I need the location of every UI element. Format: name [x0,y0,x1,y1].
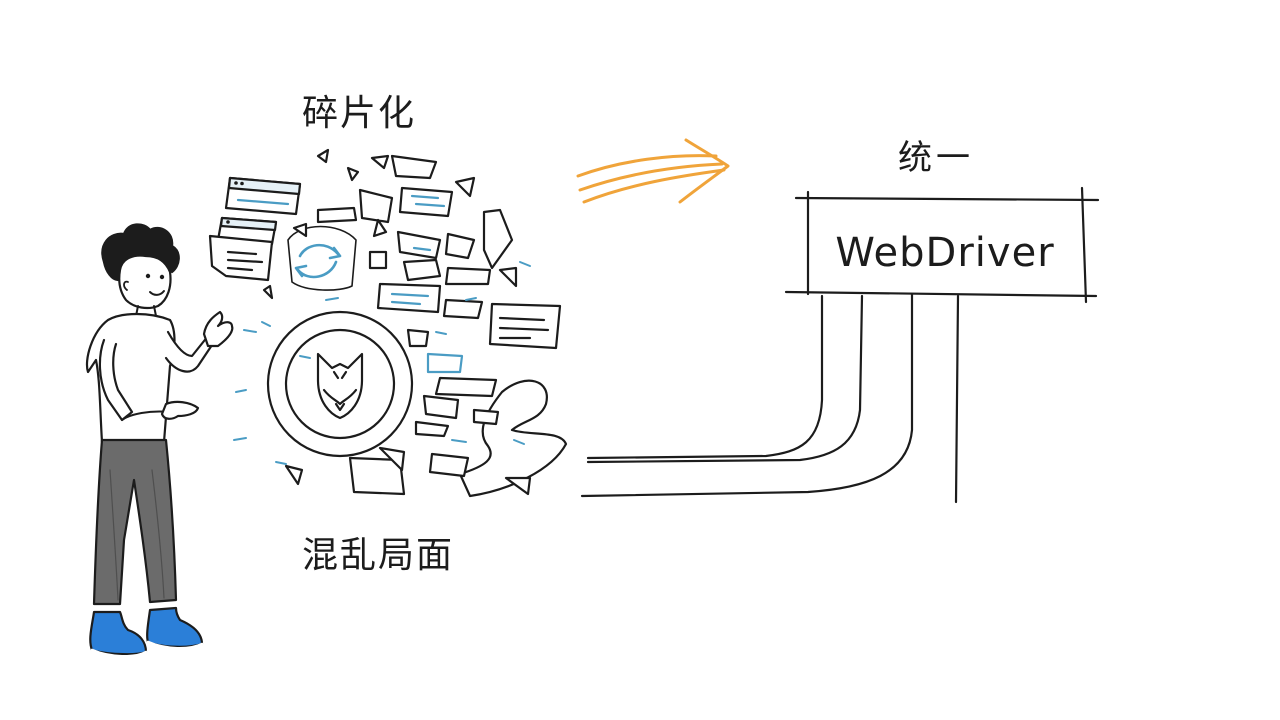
chaos-label: 混乱局面 [302,535,455,576]
refresh-fragment [287,225,357,291]
unified-label: 统一 [898,138,974,178]
arrow-right-icon [576,138,730,204]
person-shoe-right [146,606,204,648]
fragment-cluster [208,148,568,498]
converging-lines [580,292,960,504]
paper-fragments [262,148,568,498]
person-illustration [85,223,234,658]
fox-logo-icon [266,310,414,458]
person-pants [92,438,178,606]
webdriver-label: WebDriver [835,230,1055,276]
browser-window-fragment [224,176,302,216]
fragmented-label: 碎片化 [302,93,417,134]
motion-dashes [233,261,531,465]
webdriver-box [784,186,1100,304]
person-shoe-left [89,610,148,656]
document-fragment [208,234,274,282]
